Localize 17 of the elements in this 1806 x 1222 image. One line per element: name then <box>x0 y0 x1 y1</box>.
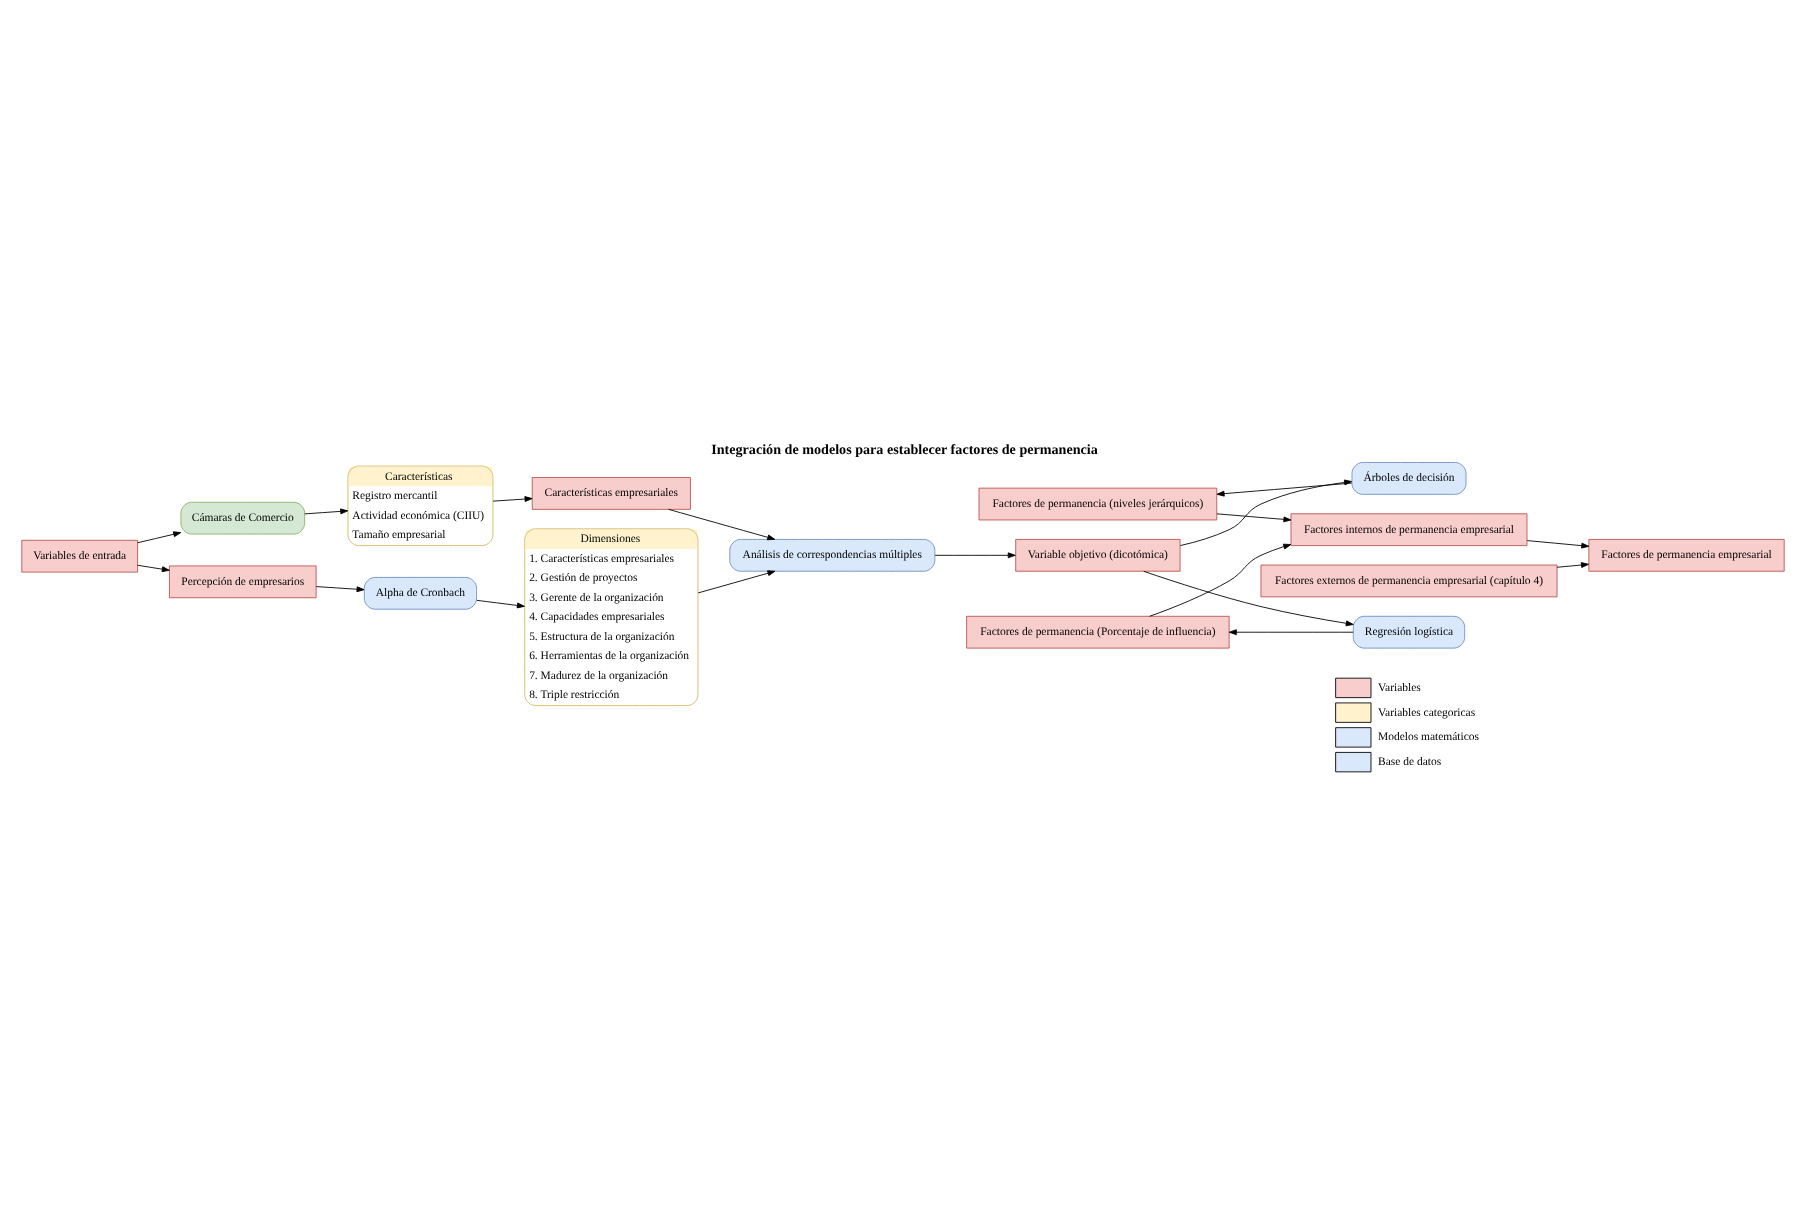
arrow <box>1179 479 1353 547</box>
arrow <box>1143 570 1354 627</box>
arrow <box>697 570 776 594</box>
arrow <box>304 508 349 515</box>
arrow <box>1228 629 1354 636</box>
arrow <box>476 599 525 609</box>
arrow <box>492 496 533 502</box>
arrow <box>1216 482 1353 497</box>
arrow <box>668 508 776 541</box>
arrow <box>934 552 1016 559</box>
arrow <box>315 586 365 593</box>
arrow <box>137 531 182 544</box>
arrow <box>137 564 170 573</box>
arrow <box>1216 513 1292 523</box>
arrow <box>1149 543 1292 617</box>
arrow <box>1556 562 1589 568</box>
arrow <box>1526 540 1590 549</box>
